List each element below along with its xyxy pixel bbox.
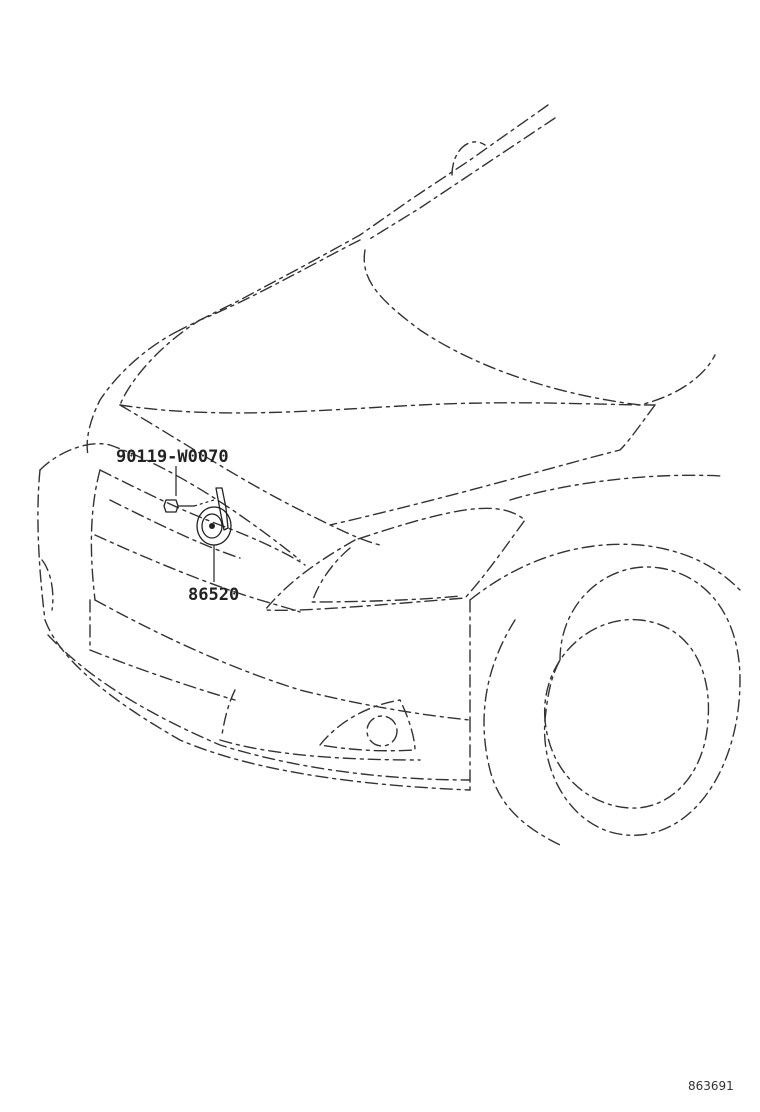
front-lower-edge [221,689,236,736]
grille-left [90,469,101,601]
wheel-arch [483,619,561,846]
horn-body-inner [201,513,223,539]
bumper-lower [47,634,471,781]
wheel-inner [544,618,710,809]
headlight-outer [264,507,526,612]
headlight-inner [311,547,461,603]
horn-bracket [215,487,229,531]
bolt-icon [163,499,195,513]
grille-upper [99,469,306,566]
wheel-outer [543,566,741,836]
fog-lamp-housing [319,699,416,752]
bumper-chin [219,739,421,761]
fender-arch-outer [469,543,741,601]
part-label-horn[interactable]: 86520 [188,585,239,605]
hood-top-curve [363,249,716,406]
diagram-id: 863691 [688,1079,734,1093]
part-label-bolt[interactable]: 90119-W0070 [116,447,229,467]
horn-center [209,523,215,529]
fog-lamp [366,715,398,747]
grille-lower [94,534,301,613]
car-outline [37,104,741,846]
fender-line [329,404,656,526]
fender-top [509,474,723,501]
hood-rear-line [119,402,656,414]
hood-front-edge [119,404,381,546]
fog-lamp-left [41,559,54,611]
bumper-center-line [94,599,471,721]
bumper-left-side [37,469,471,791]
a-pillar-line-inner [367,117,556,241]
hood-crease [119,239,361,406]
a-pillar-line [179,104,549,331]
bolt-to-bracket-line [193,499,215,507]
bumper-top [39,443,301,561]
mirror [451,141,486,176]
grille-bar [109,499,241,559]
lower-grille [89,599,236,701]
hood-left-edge [86,329,181,456]
